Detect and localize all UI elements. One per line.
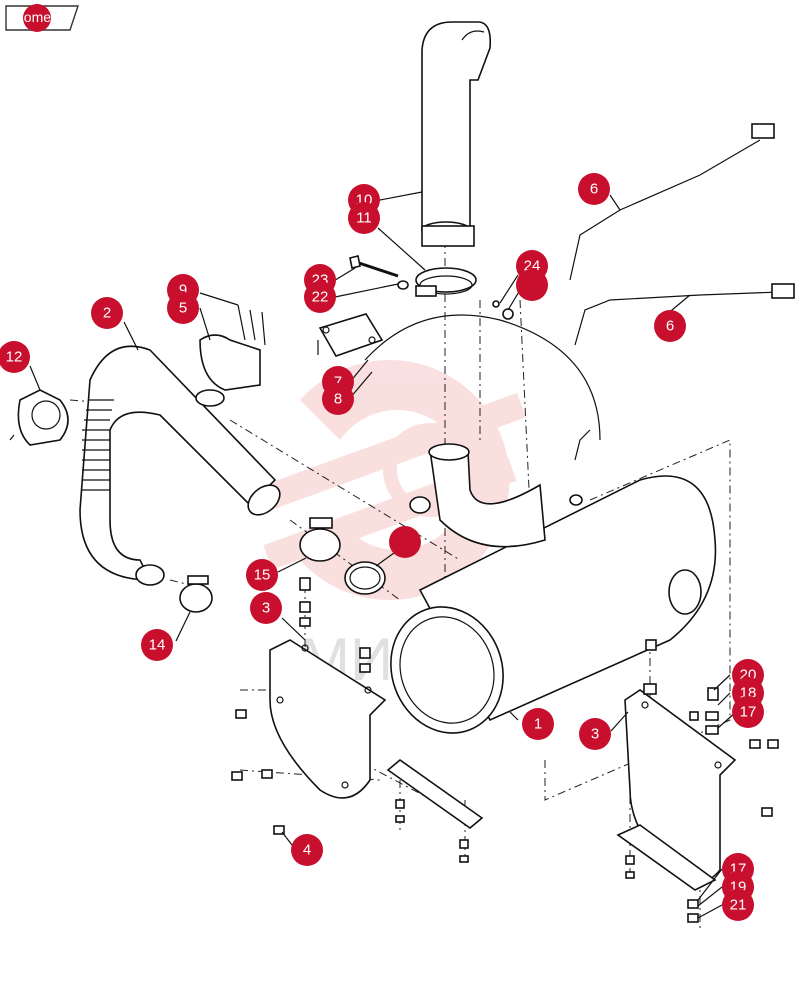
gasket[interactable]	[344, 561, 386, 595]
svg-text:2: 2	[103, 305, 111, 322]
flex-exhaust-pipe[interactable]	[79, 345, 286, 586]
svg-text:6: 6	[666, 318, 674, 335]
callout-15[interactable]: 17	[732, 696, 764, 728]
pipe-clamp-lower[interactable]	[179, 575, 213, 613]
callout-19[interactable]: 21	[722, 889, 754, 921]
callout-3-right[interactable]: 3	[579, 718, 611, 750]
svg-text:3: 3	[262, 600, 270, 617]
exhaust-stack-pipe[interactable]	[421, 21, 492, 247]
callout-4[interactable]: 4	[291, 834, 323, 866]
svg-text:1: 1	[534, 716, 542, 733]
svg-text:14: 14	[149, 637, 166, 654]
callout-leader-lines	[29, 191, 737, 919]
svg-text:5: 5	[179, 300, 187, 317]
callouts: 10 11 23 22 24 6 6 7 8 9 5 2 12 14 15 3 …	[0, 173, 764, 921]
clamp-bolt[interactable]	[349, 255, 399, 278]
callout-6-lower[interactable]: 6	[654, 310, 686, 342]
callout-8[interactable]: 8	[322, 383, 354, 415]
svg-text:22: 22	[312, 289, 329, 306]
callout-14[interactable]: 12	[0, 341, 30, 373]
svg-text:11: 11	[356, 210, 372, 227]
svg-text:7: 7	[334, 374, 342, 391]
callout-3-left[interactable]: 3	[250, 592, 282, 624]
muffler[interactable]	[373, 443, 717, 749]
left-mounting-bracket[interactable]	[269, 639, 387, 799]
callout-1[interactable]: 1	[522, 708, 554, 740]
exhaust-valve[interactable]	[195, 304, 266, 407]
svg-text:9: 9	[179, 282, 187, 299]
callout-24[interactable]	[389, 526, 421, 558]
callout-23[interactable]	[516, 269, 548, 301]
right-mounting-bracket[interactable]	[616, 689, 737, 891]
mounting-clamp[interactable]	[9, 389, 69, 446]
home-label: home	[16, 9, 52, 25]
stack-clamp[interactable]	[415, 267, 477, 297]
callout-5[interactable]: 5	[167, 292, 199, 324]
callout-13[interactable]: 11	[348, 202, 380, 234]
callout-10[interactable]: 14	[141, 629, 173, 661]
callout-6-upper[interactable]: 6	[578, 173, 610, 205]
nut[interactable]	[492, 300, 514, 320]
home-button[interactable]: home	[4, 4, 80, 32]
svg-text:12: 12	[6, 349, 23, 366]
pipe-clamp-upper[interactable]	[299, 517, 341, 562]
callout-11[interactable]: 15	[246, 559, 278, 591]
fasteners[interactable]	[231, 577, 779, 923]
svg-text:4: 4	[303, 842, 311, 859]
spacer-plate[interactable]	[386, 758, 484, 830]
svg-text:17: 17	[740, 704, 757, 721]
svg-text:3: 3	[591, 726, 599, 743]
svg-text:6: 6	[590, 181, 598, 198]
svg-text:21: 21	[730, 897, 747, 914]
callout-20[interactable]: 22	[304, 281, 336, 313]
sensor-bracket[interactable]	[317, 313, 384, 357]
washer[interactable]	[397, 280, 409, 290]
svg-text:8: 8	[334, 391, 342, 408]
svg-text:15: 15	[254, 567, 271, 584]
callout-2[interactable]: 2	[91, 297, 123, 329]
